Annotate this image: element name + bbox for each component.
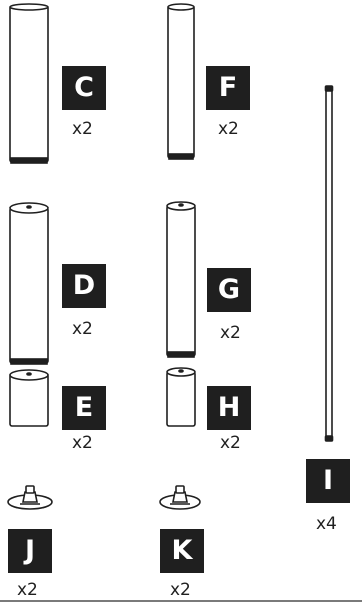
part-label-g: G <box>207 268 251 312</box>
part-label-d: D <box>62 264 106 308</box>
part-g-tube <box>166 201 196 358</box>
part-qty-g: x2 <box>220 323 241 343</box>
part-label-f: F <box>206 66 250 110</box>
part-e-tube <box>9 369 49 427</box>
part-label-j: J <box>8 529 52 573</box>
part-label-h: H <box>207 386 251 430</box>
part-f-tube <box>167 3 195 160</box>
part-d-tube <box>9 202 49 365</box>
part-k-foot <box>159 485 201 510</box>
part-qty-i: x4 <box>316 514 337 534</box>
part-qty-f: x2 <box>218 119 239 139</box>
part-j-foot <box>7 485 53 510</box>
part-qty-e: x2 <box>72 433 93 453</box>
part-label-e: E <box>62 386 106 430</box>
part-label-c: C <box>62 66 106 110</box>
part-i-rod <box>324 85 334 442</box>
part-label-k: K <box>160 529 204 573</box>
part-qty-c: x2 <box>72 119 93 139</box>
part-h-tube <box>166 367 196 427</box>
part-qty-j: x2 <box>17 580 38 600</box>
part-qty-h: x2 <box>220 433 241 453</box>
part-qty-k: x2 <box>170 580 191 600</box>
bottom-rule <box>0 600 362 602</box>
part-label-i: I <box>306 459 350 503</box>
part-c-tube <box>9 3 49 164</box>
part-qty-d: x2 <box>72 319 93 339</box>
